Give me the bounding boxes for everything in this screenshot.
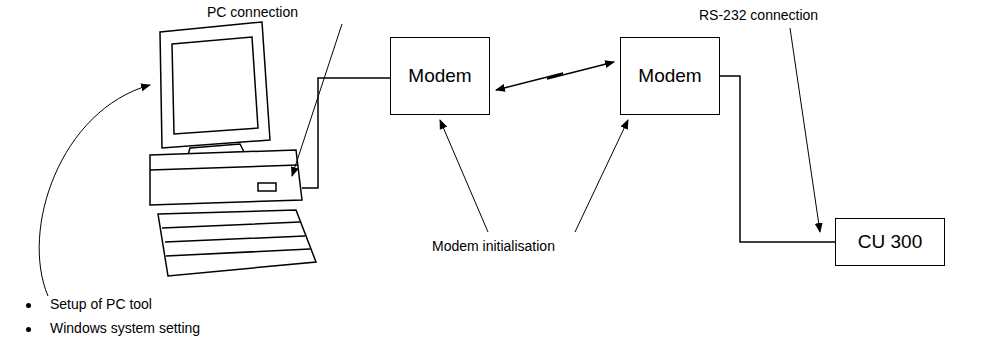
callout-label: RS-232 connection — [697, 7, 820, 23]
pc-wire — [302, 78, 390, 188]
bullet-note: Setup of PC tool — [48, 296, 154, 312]
leader-line — [440, 120, 488, 232]
bullet-dot — [26, 303, 31, 308]
serial-wire — [720, 76, 835, 242]
bullet-dot — [26, 327, 31, 332]
leader-line — [292, 24, 342, 176]
callout-label: PC connection — [205, 4, 300, 20]
link-zigzag — [496, 62, 614, 90]
node-text: Modem — [408, 65, 471, 87]
modem-box: Modem — [620, 37, 720, 115]
pc-computer — [150, 22, 316, 276]
node-text: CU 300 — [858, 231, 922, 253]
control-unit-box: CU 300 — [835, 218, 945, 266]
leader-line — [575, 120, 628, 232]
callout-label: Modem initialisation — [430, 238, 557, 254]
modem-box: Modem — [390, 37, 490, 115]
curved-arrow — [39, 85, 150, 296]
bullet-note: Windows system setting — [48, 320, 202, 336]
node-text: Modem — [638, 65, 701, 87]
leader-line — [790, 28, 820, 232]
